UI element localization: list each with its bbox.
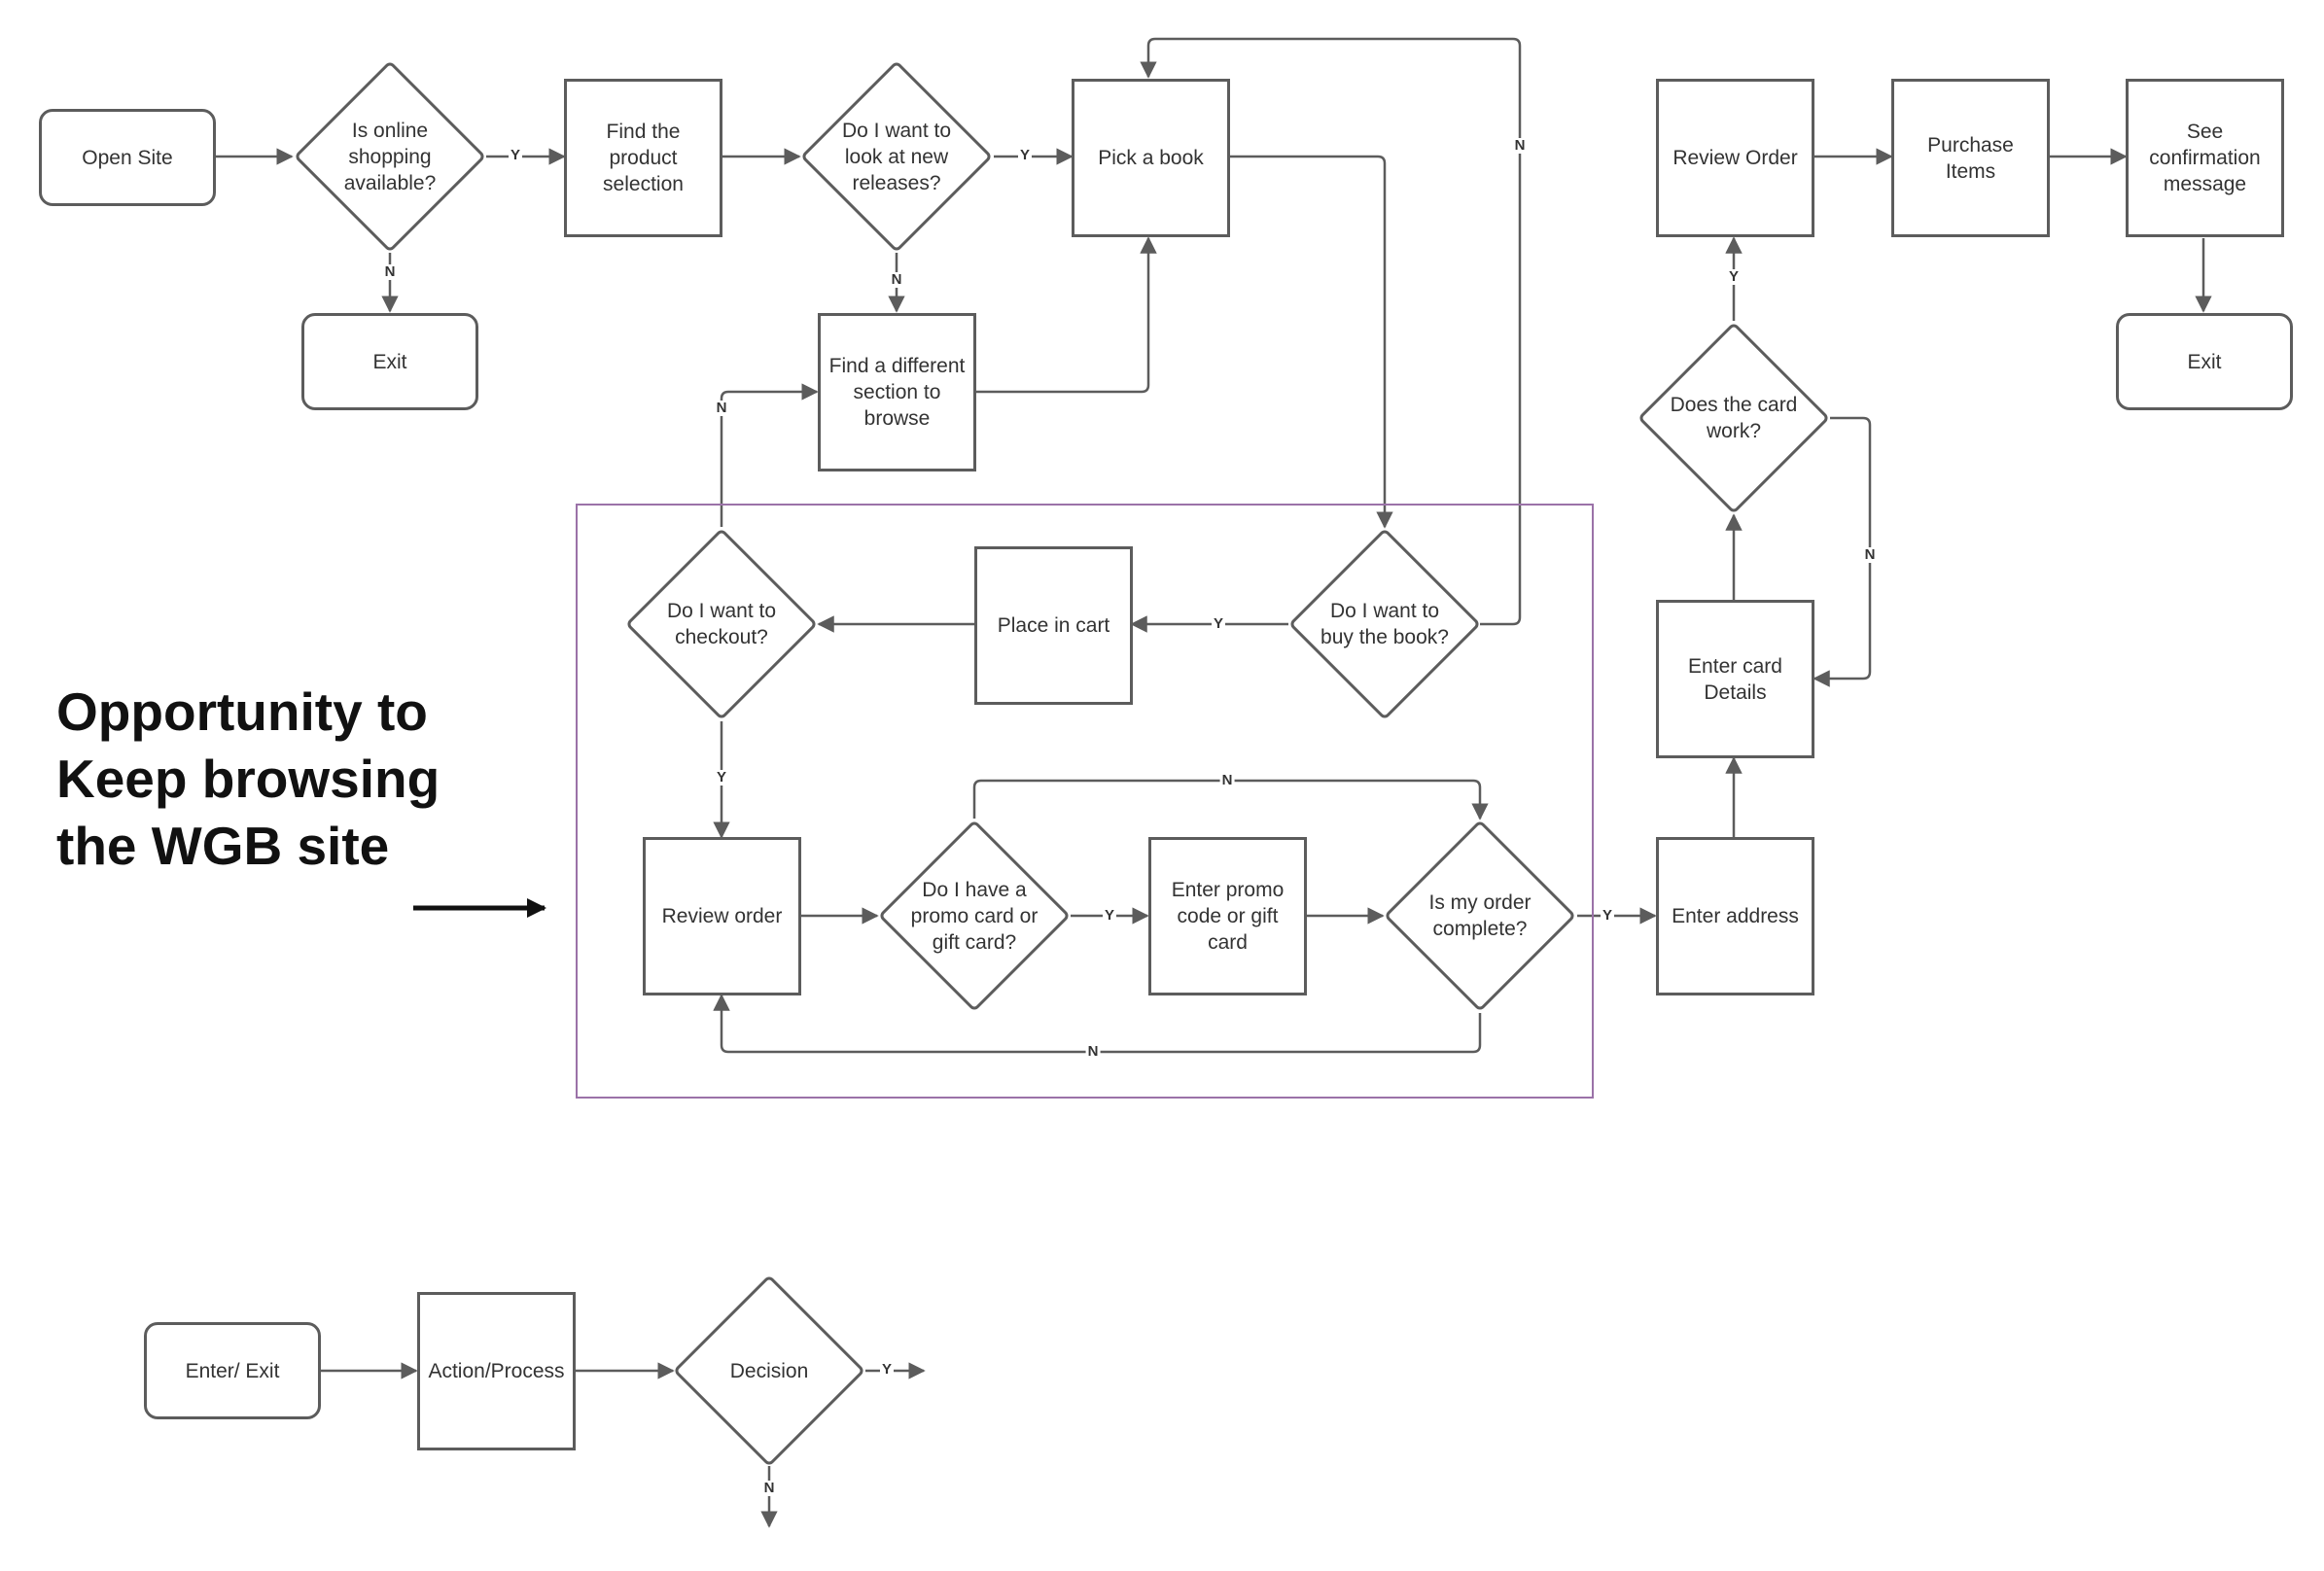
- decision-buy-book-label: Do I want to buy the book?: [1320, 600, 1449, 648]
- decision-order-complete[interactable]: Is my order complete?: [1384, 820, 1576, 1012]
- legend-decision-label: Decision: [729, 1359, 809, 1382]
- legend-enter-exit: Enter/ Exit: [144, 1322, 321, 1419]
- node-card-details-label: Enter card Details: [1688, 654, 1782, 704]
- node-purchase-items[interactable]: Purchase Items: [1891, 79, 2050, 237]
- decision-promo[interactable]: Do I have a promo card or gift card?: [878, 820, 1071, 1012]
- node-pick-book-label: Pick a book: [1098, 147, 1204, 169]
- node-review-order-upper[interactable]: Review Order: [1656, 79, 1814, 237]
- edge-buy-no-pick: [1140, 37, 1522, 626]
- node-exit-top[interactable]: Exit: [301, 313, 478, 410]
- node-exit-top-label: Exit: [372, 350, 407, 373]
- node-purchase-items-label: Purchase Items: [1927, 133, 2014, 183]
- node-review-order-lower-label: Review order: [661, 905, 783, 927]
- decision-online-available-label: Is online shopping available?: [343, 119, 437, 194]
- legend-enter-exit-label: Enter/ Exit: [185, 1359, 280, 1382]
- label-complete-yes: Y: [1600, 907, 1615, 924]
- node-find-selection[interactable]: Find the product selection: [564, 79, 722, 237]
- legend-action-label: Action/Process: [428, 1360, 565, 1382]
- label-buy-yes: Y: [1211, 615, 1226, 632]
- browsing-opportunity-region: [576, 504, 1594, 1099]
- label-online-yes: Y: [508, 147, 523, 163]
- node-find-section-label: Find a different section to browse: [828, 355, 966, 430]
- edge-complete-no-review: [713, 994, 1482, 1054]
- label-complete-no: N: [1085, 1043, 1101, 1060]
- decision-order-complete-label: Is my order complete?: [1428, 891, 1532, 940]
- node-confirmation-label: See confirmation message: [2149, 121, 2261, 195]
- node-open-site[interactable]: Open Site: [39, 109, 216, 206]
- decision-promo-label: Do I have a promo card or gift card?: [910, 878, 1039, 954]
- edge-section-to-pick: [976, 236, 1157, 394]
- legend-action: Action/Process: [417, 1292, 576, 1450]
- decision-checkout-label: Do I want to checkout?: [666, 600, 777, 648]
- label-work-yes: Y: [1726, 268, 1742, 285]
- label-online-no: N: [382, 263, 398, 280]
- node-open-site-label: Open Site: [82, 146, 173, 169]
- decision-buy-book[interactable]: Do I want to buy the book?: [1288, 528, 1481, 720]
- decision-card-work-label: Does the card work?: [1670, 394, 1798, 442]
- node-place-cart[interactable]: Place in cart: [974, 546, 1133, 705]
- node-review-order-upper-label: Review Order: [1673, 147, 1798, 169]
- node-exit-right[interactable]: Exit: [2116, 313, 2293, 410]
- label-checkout-yes: Y: [714, 769, 729, 786]
- label-checkout-no: N: [714, 400, 729, 416]
- node-find-section[interactable]: Find a different section to browse: [818, 313, 976, 471]
- decision-new-releases[interactable]: Do I want to look at new releases?: [800, 60, 993, 253]
- decision-online-available[interactable]: Is online shopping available?: [294, 60, 486, 253]
- node-card-details[interactable]: Enter card Details: [1656, 600, 1814, 758]
- decision-card-work[interactable]: Does the card work?: [1637, 322, 1830, 514]
- label-legend-no: N: [761, 1480, 777, 1496]
- edge-pick-to-buy: [1229, 155, 1393, 529]
- node-place-cart-label: Place in cart: [997, 614, 1110, 637]
- label-releases-no: N: [889, 271, 904, 288]
- label-releases-yes: Y: [1017, 147, 1033, 163]
- node-exit-right-label: Exit: [2187, 350, 2222, 373]
- label-buy-no: N: [1512, 137, 1528, 154]
- node-enter-address[interactable]: Enter address: [1656, 837, 1814, 995]
- decision-new-releases-label: Do I want to look at new releases?: [841, 119, 952, 194]
- label-promo-yes: Y: [1102, 907, 1117, 924]
- node-pick-book[interactable]: Pick a book: [1072, 79, 1230, 237]
- node-enter-promo-label: Enter promo code or gift card: [1171, 879, 1285, 954]
- node-confirmation[interactable]: See confirmation message: [2126, 79, 2284, 237]
- legend-decision: Decision: [673, 1274, 865, 1467]
- node-review-order-lower[interactable]: Review order: [643, 837, 801, 995]
- node-find-selection-label: Find the product selection: [603, 121, 684, 195]
- decision-checkout[interactable]: Do I want to checkout?: [625, 528, 818, 720]
- edge-checkout-no-section: [720, 383, 819, 527]
- label-promo-no: N: [1219, 772, 1235, 788]
- node-enter-address-label: Enter address: [1672, 905, 1799, 927]
- label-legend-yes: Y: [879, 1361, 895, 1378]
- node-enter-promo[interactable]: Enter promo code or gift card: [1148, 837, 1307, 995]
- callout-text: Opportunity to Keep browsing the WGB sit…: [56, 681, 440, 876]
- label-work-no: N: [1862, 546, 1878, 563]
